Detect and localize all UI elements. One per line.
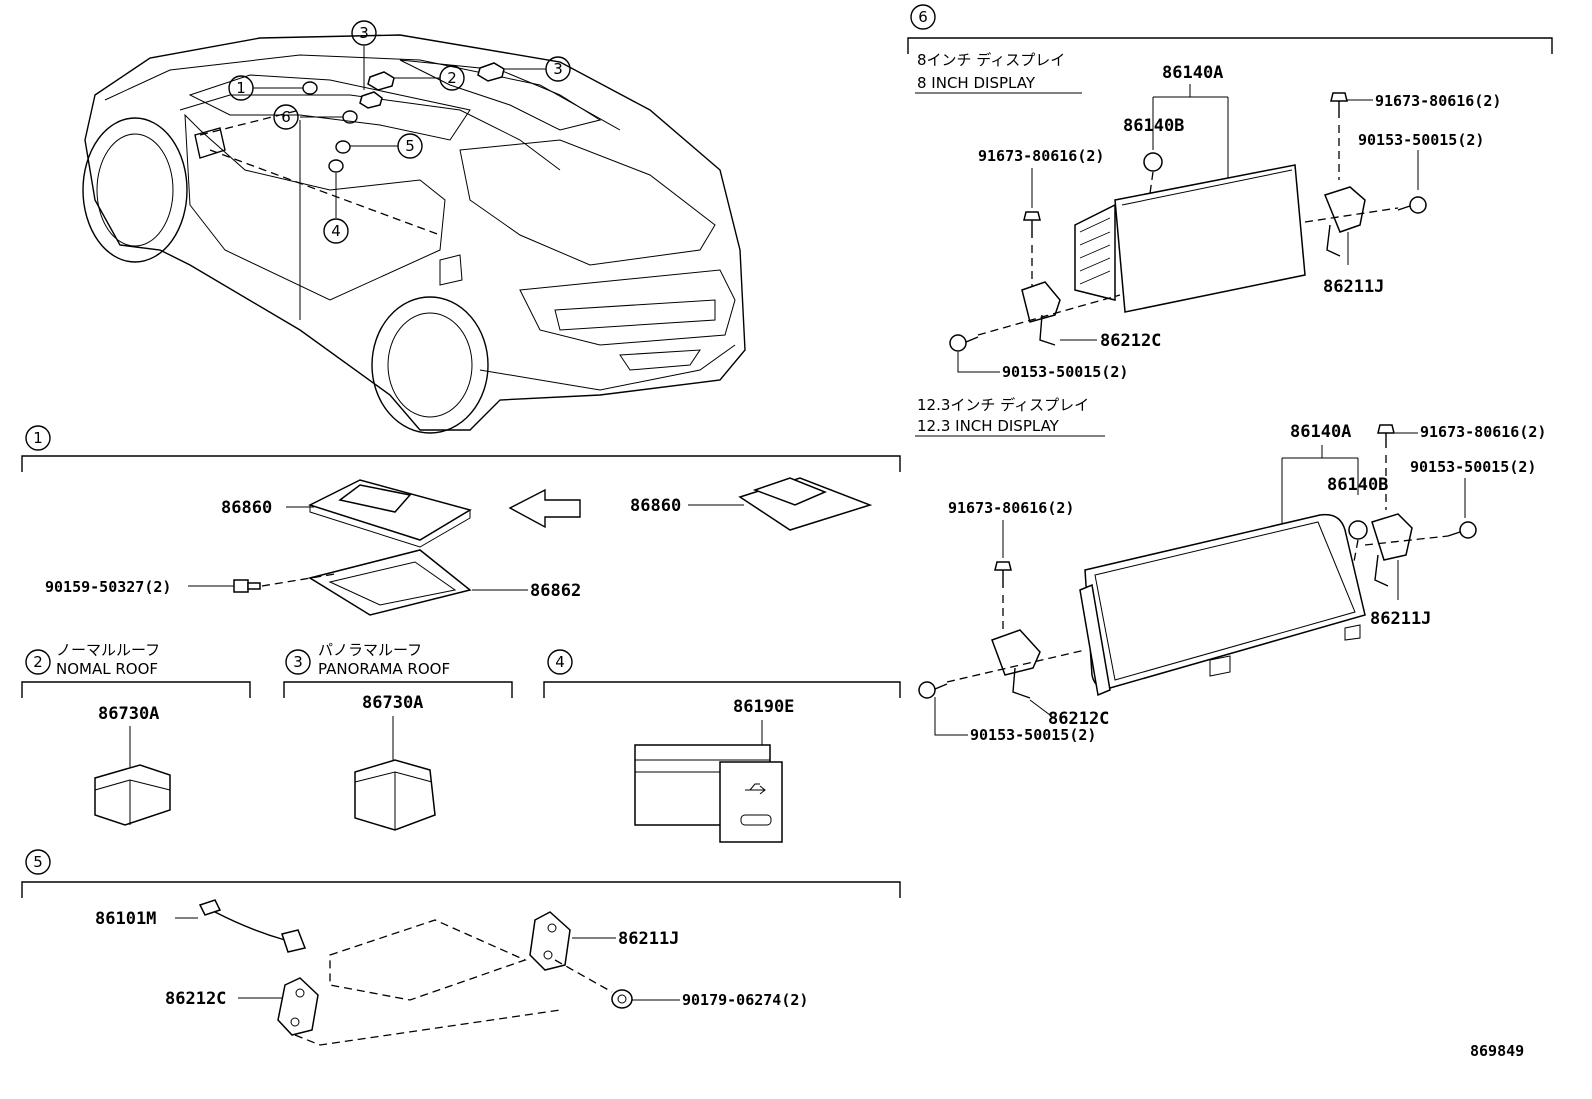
section-5-callout: 5 bbox=[25, 849, 51, 875]
label-86190E: 86190E bbox=[733, 697, 794, 717]
clip-d12-86140B bbox=[1348, 520, 1368, 540]
svg-text:6: 6 bbox=[281, 108, 291, 126]
section-2-title-jp: ノーマルルーフ bbox=[56, 641, 160, 659]
screw-d8-side bbox=[1397, 196, 1427, 214]
label-90159: 90159-50327(2) bbox=[45, 578, 171, 596]
module-86860-right bbox=[738, 477, 873, 531]
section-1: 1 86860 86860 86862 bbox=[21, 425, 901, 616]
bracket-86211J-s5 bbox=[529, 911, 571, 971]
label-d12-86140B: 86140B bbox=[1327, 475, 1388, 495]
section-4-callout: 4 bbox=[547, 649, 573, 675]
label-d12-90153-right: 90153-50015(2) bbox=[1410, 458, 1536, 476]
section-3: 3 パノラマルーフ PANORAMA ROOF 86730A bbox=[283, 641, 513, 831]
label-d12-90153-bottom: 90153-50015(2) bbox=[970, 726, 1096, 744]
screw-d12-right bbox=[1377, 424, 1395, 448]
left-arrow-icon bbox=[508, 488, 581, 529]
svg-text:3: 3 bbox=[293, 653, 303, 671]
section-3-title-en: PANORAMA ROOF bbox=[318, 660, 450, 678]
clip-d8-86140B bbox=[1143, 152, 1163, 172]
section-6: 6 8インチ ディスプレイ 8 INCH DISPLAY 86140A 8614… bbox=[907, 4, 1553, 744]
car-callout-1: 1 bbox=[228, 75, 254, 101]
label-d12-86212C: 86212C bbox=[1048, 709, 1109, 729]
diagram-id: 869849 bbox=[1470, 1042, 1524, 1060]
label-90179: 90179-06274(2) bbox=[682, 991, 808, 1009]
bracket-86212C-s5 bbox=[277, 977, 319, 1036]
svg-text:1: 1 bbox=[236, 79, 246, 97]
label-86101M: 86101M bbox=[95, 909, 156, 929]
section-4: 4 86190E bbox=[543, 649, 901, 843]
svg-text:5: 5 bbox=[405, 137, 415, 155]
label-86860-left: 86860 bbox=[221, 498, 272, 518]
display8-title-en: 8 INCH DISPLAY bbox=[917, 74, 1036, 92]
label-d12-91673-right: 91673-80616(2) bbox=[1420, 423, 1546, 441]
label-d8-90153-right: 90153-50015(2) bbox=[1358, 131, 1484, 149]
bracket-d12-86212C bbox=[991, 629, 1041, 699]
car-illustration: 1 2 3 3 6 5 4 bbox=[82, 20, 746, 434]
label-d8-86211J: 86211J bbox=[1323, 277, 1384, 297]
label-d12-86140A: 86140A bbox=[1290, 422, 1351, 442]
label-d8-86140B: 86140B bbox=[1123, 116, 1184, 136]
car-callout-6: 6 bbox=[273, 104, 299, 130]
label-d8-91673-right: 91673-80616(2) bbox=[1375, 92, 1501, 110]
screw-d12-bottom bbox=[918, 681, 948, 699]
section-2-callout: 2 bbox=[25, 649, 51, 675]
svg-text:5: 5 bbox=[33, 853, 43, 871]
cable-86101M bbox=[198, 899, 307, 953]
screw-d8-left bbox=[1023, 211, 1041, 238]
svg-text:3: 3 bbox=[553, 60, 563, 78]
sensor-86730A-panorama bbox=[354, 759, 436, 831]
nut-icon bbox=[611, 989, 633, 1009]
screw-d12-left bbox=[994, 561, 1012, 588]
bracket-d8-86212C bbox=[1021, 281, 1061, 346]
label-86860-right: 86860 bbox=[630, 496, 681, 516]
bracket-d8-86211J bbox=[1324, 186, 1366, 257]
bracket-d12-86211J bbox=[1371, 513, 1413, 587]
section-2: 2 ノーマルルーフ NOMAL ROOF 86730A bbox=[21, 641, 251, 826]
label-86730A-panorama: 86730A bbox=[362, 693, 423, 713]
bracket-86862 bbox=[308, 549, 472, 616]
sensor-86730A-normal bbox=[94, 764, 171, 826]
svg-text:2: 2 bbox=[33, 653, 43, 671]
section-3-callout: 3 bbox=[285, 649, 311, 675]
svg-text:4: 4 bbox=[555, 653, 565, 671]
bolt-icon bbox=[233, 579, 261, 593]
section-5: 5 86101M 86211J 90179-06274(2) bbox=[21, 849, 901, 1046]
label-d8-86212C: 86212C bbox=[1100, 331, 1161, 351]
svg-text:3: 3 bbox=[359, 24, 369, 42]
svg-text:1: 1 bbox=[33, 429, 43, 447]
display-8inch bbox=[1074, 164, 1306, 313]
usb-icon bbox=[740, 783, 772, 826]
car-callout-3a: 3 bbox=[351, 20, 377, 46]
label-d8-90153-bottom: 90153-50015(2) bbox=[1002, 363, 1128, 381]
display8-title-jp: 8インチ ディスプレイ bbox=[917, 51, 1065, 69]
module-86860-left bbox=[308, 479, 472, 548]
label-d8-91673-left: 91673-80616(2) bbox=[978, 147, 1104, 165]
section-6-callout: 6 bbox=[910, 4, 936, 30]
screw-d8-right bbox=[1330, 92, 1348, 118]
screw-d12-side bbox=[1447, 521, 1477, 539]
label-d8-86140A: 86140A bbox=[1162, 63, 1223, 83]
label-d12-91673-left: 91673-80616(2) bbox=[948, 499, 1074, 517]
display12-title-jp: 12.3インチ ディスプレイ bbox=[917, 396, 1089, 414]
car-callout-3b: 3 bbox=[545, 56, 571, 82]
label-d12-86211J: 86211J bbox=[1370, 609, 1431, 629]
section-2-title-en: NOMAL ROOF bbox=[56, 660, 158, 678]
screw-d8-bottom bbox=[949, 334, 979, 352]
car-callout-4: 4 bbox=[323, 218, 349, 244]
usb-module-86190E bbox=[634, 744, 783, 843]
svg-text:2: 2 bbox=[447, 69, 457, 87]
label-86730A-normal: 86730A bbox=[98, 704, 159, 724]
label-86211J-s5: 86211J bbox=[618, 929, 679, 949]
svg-text:6: 6 bbox=[918, 8, 928, 26]
display-12inch bbox=[1079, 513, 1366, 697]
svg-text:4: 4 bbox=[331, 222, 341, 240]
label-86212C-s5: 86212C bbox=[165, 989, 226, 1009]
car-callout-2: 2 bbox=[439, 65, 465, 91]
section-3-title-jp: パノラマルーフ bbox=[318, 641, 422, 659]
display12-title-en: 12.3 INCH DISPLAY bbox=[917, 417, 1060, 435]
car-callout-5: 5 bbox=[397, 133, 423, 159]
section-1-callout: 1 bbox=[25, 425, 51, 451]
label-86862: 86862 bbox=[530, 581, 581, 601]
